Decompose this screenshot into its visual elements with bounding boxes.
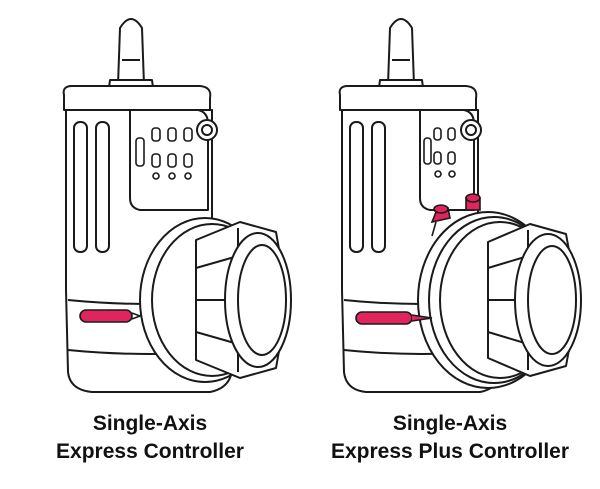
panel-buttons — [424, 128, 455, 177]
express-controller-figure: Single-Axis Express Controller — [0, 0, 300, 466]
express-plus-controller-illustration — [300, 0, 600, 400]
antenna-icon — [108, 19, 154, 95]
grip-slot — [74, 122, 87, 252]
caption-line-1: Single-Axis — [392, 412, 508, 435]
panel-buttons — [136, 128, 192, 179]
grip-slot — [96, 122, 109, 252]
express-controller-illustration — [0, 0, 300, 400]
side-knob-icon — [461, 120, 481, 140]
marker-indicator — [80, 310, 140, 322]
limit-stop-icon — [432, 205, 450, 236]
caption-line-2: Express Plus Controller — [330, 440, 570, 463]
limit-stops — [432, 194, 480, 236]
top-cap — [340, 86, 477, 110]
side-knob-icon — [197, 120, 217, 140]
grip-slot — [350, 122, 363, 252]
knob-face-inner — [528, 246, 576, 354]
grip-slot — [372, 122, 385, 252]
antenna-icon — [378, 19, 424, 95]
express-plus-controller-figure: Single-Axis Express Plus Controller — [300, 0, 600, 489]
marker-indicator — [356, 312, 432, 324]
product-caption: Single-Axis Express Plus Controller — [300, 410, 600, 466]
caption-line-1: Single-Axis — [92, 412, 208, 435]
caption-line-2: Express Controller — [56, 440, 244, 463]
knob-face-inner — [238, 245, 286, 355]
limit-stop-icon — [466, 194, 480, 210]
product-caption: Single-Axis Express Controller — [0, 410, 300, 466]
top-cap — [64, 86, 211, 110]
